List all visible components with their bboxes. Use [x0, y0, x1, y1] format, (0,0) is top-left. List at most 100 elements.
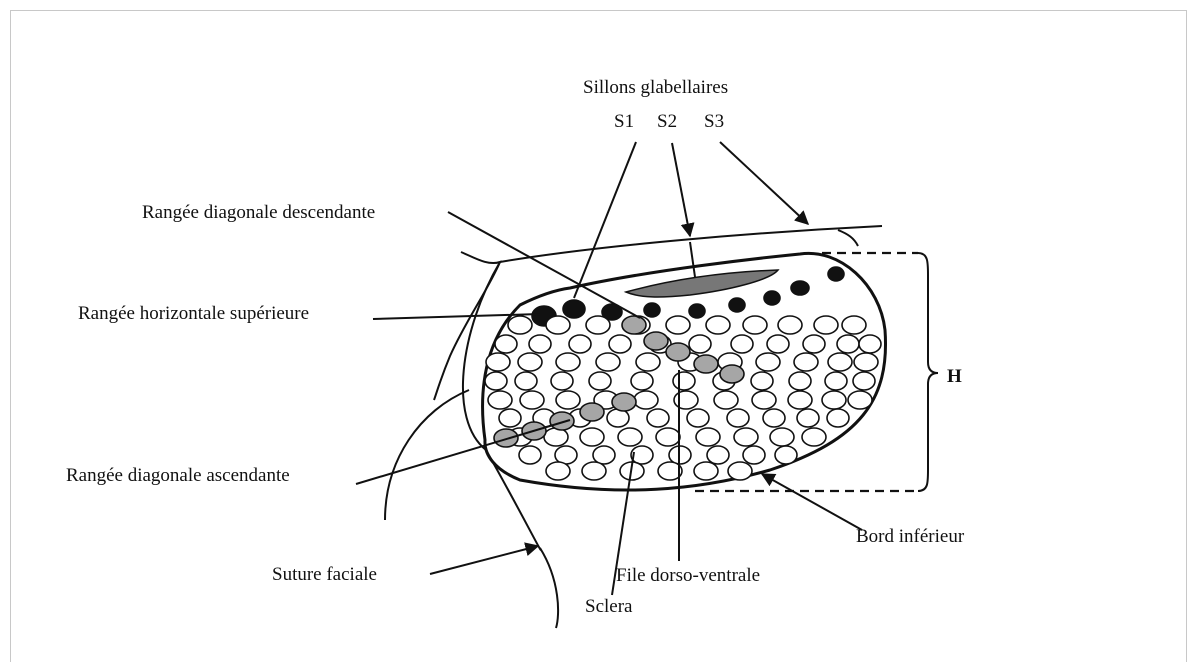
lens	[647, 409, 669, 427]
lens	[763, 409, 785, 427]
lens	[751, 372, 773, 390]
lens	[488, 391, 512, 409]
lens	[734, 428, 758, 446]
furrow-label-s3: S3	[704, 111, 724, 132]
label-bord-inferieur: Bord inférieur	[856, 526, 965, 547]
lens	[589, 372, 611, 390]
lens	[519, 446, 541, 464]
lens	[714, 391, 738, 409]
pointer-s3	[720, 142, 808, 224]
lens	[788, 391, 812, 409]
lens	[743, 316, 767, 334]
lens	[731, 335, 753, 353]
lens	[618, 428, 642, 446]
lens	[582, 462, 606, 480]
lens	[802, 428, 826, 446]
lens	[596, 353, 620, 371]
lens	[518, 353, 542, 371]
lens	[544, 428, 568, 446]
pointer-diagonale-descendante	[448, 212, 640, 318]
label-rangee-diagonale-ascendante: Rangée diagonale ascendante	[66, 465, 290, 486]
lens-highlighted	[494, 429, 518, 447]
lens	[495, 335, 517, 353]
lens	[673, 372, 695, 390]
lens	[689, 335, 711, 353]
lens-top-row	[791, 281, 809, 295]
lens	[727, 409, 749, 427]
lens	[586, 316, 610, 334]
lens	[634, 391, 658, 409]
lens	[837, 335, 859, 353]
lens	[687, 409, 709, 427]
label-sclera: Sclera	[585, 596, 633, 617]
furrow-label-s1: S1	[614, 111, 634, 132]
lens	[485, 372, 507, 390]
lens-highlighted	[694, 355, 718, 373]
lens	[842, 316, 866, 334]
lens	[797, 409, 819, 427]
lens	[814, 316, 838, 334]
lens	[778, 316, 802, 334]
lens	[825, 372, 847, 390]
lens	[848, 391, 872, 409]
lens-top-row	[644, 303, 660, 317]
lens-highlighted	[550, 412, 574, 430]
lens-top-row	[764, 291, 780, 305]
lens-top-row	[689, 304, 705, 318]
lens	[529, 335, 551, 353]
lens	[767, 335, 789, 353]
lens	[827, 409, 849, 427]
furrow-label-s2: S2	[657, 111, 677, 132]
lens	[551, 372, 573, 390]
lens	[859, 335, 881, 353]
pointer-suture-faciale	[430, 546, 538, 574]
lens	[770, 428, 794, 446]
lens	[520, 391, 544, 409]
height-brace	[918, 253, 938, 491]
pointer-s2-lower	[690, 242, 695, 277]
lens	[707, 446, 729, 464]
lens	[854, 353, 878, 371]
lens	[499, 409, 521, 427]
lens	[546, 462, 570, 480]
pointer-bord-inferieur	[762, 474, 862, 530]
lens	[694, 462, 718, 480]
lens	[580, 428, 604, 446]
lens	[593, 446, 615, 464]
lens	[508, 316, 532, 334]
lens	[556, 353, 580, 371]
pointer-s1	[574, 142, 636, 298]
lens-highlighted	[720, 365, 744, 383]
lens	[728, 462, 752, 480]
lens	[656, 428, 680, 446]
lens	[569, 335, 591, 353]
lens	[803, 335, 825, 353]
label-file-dorso-ventrale: File dorso-ventrale	[616, 565, 760, 586]
label-rangee-diagonale-descendante: Rangée diagonale descendante	[142, 202, 375, 223]
lens-highlighted	[644, 332, 668, 350]
lens	[743, 446, 765, 464]
lens	[706, 316, 730, 334]
lens-top-row	[563, 300, 585, 318]
lens	[789, 372, 811, 390]
lens	[556, 391, 580, 409]
lens-top-row	[729, 298, 745, 312]
pointer-s2	[672, 143, 690, 236]
lens	[853, 372, 875, 390]
lens	[666, 316, 690, 334]
lens	[822, 391, 846, 409]
lens	[696, 428, 720, 446]
lens	[515, 372, 537, 390]
lens	[674, 391, 698, 409]
lens	[636, 353, 660, 371]
lens	[609, 335, 631, 353]
lens-highlighted	[666, 343, 690, 361]
lens-highlighted	[622, 316, 646, 334]
lens	[775, 446, 797, 464]
lens-highlighted	[612, 393, 636, 411]
lens-highlighted	[580, 403, 604, 421]
label-suture-faciale: Suture faciale	[272, 564, 377, 585]
lens	[828, 353, 852, 371]
label-height-h: H	[947, 366, 962, 387]
